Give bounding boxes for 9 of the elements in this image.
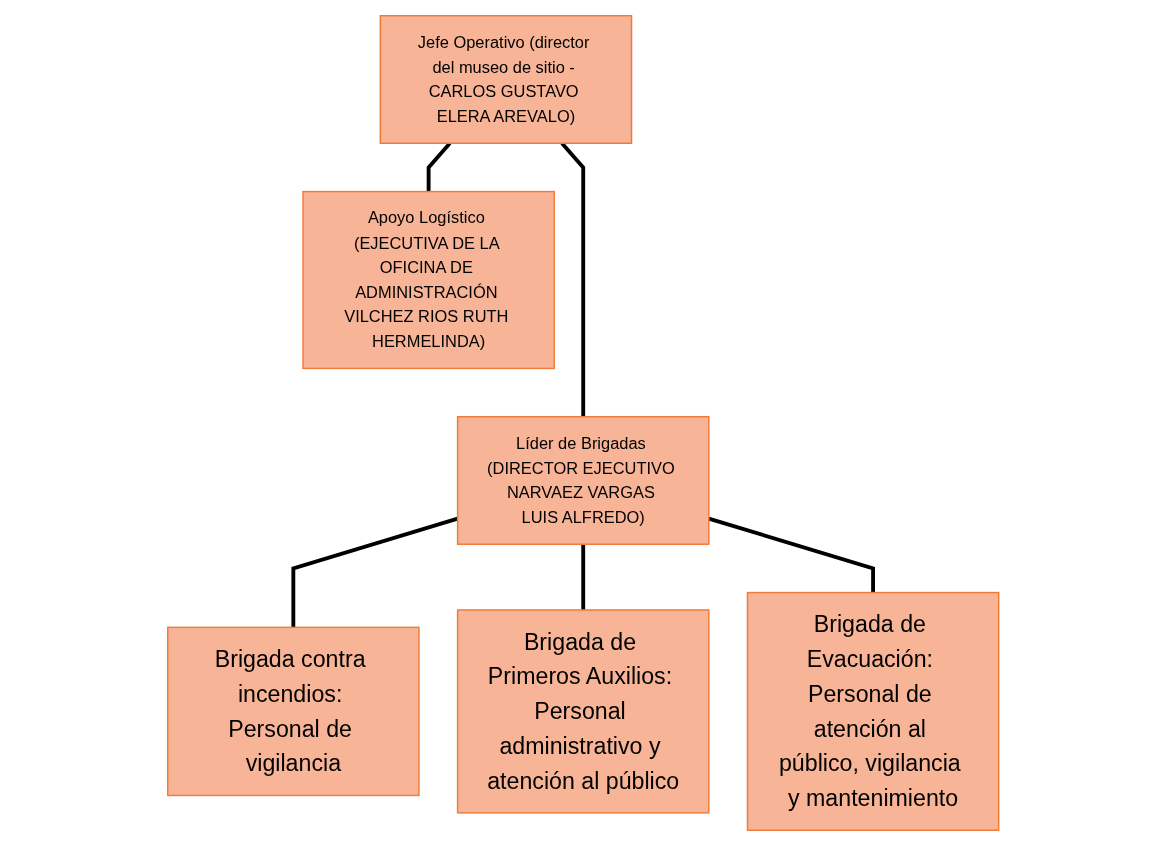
node-box: Jefe Operativo (director del museo de sitio - CARLOS GUSTAVO ELERA AREVALO) xyxy=(379,15,633,144)
node-box: Apoyo Logístico (EJECUTIVA DE LA OFICINA DE ADMINISTRACIÓN VILCHEZ RIOS RUTH HERMELINDA) xyxy=(302,190,556,370)
node-box: Líder de Brigadas (DIRECTOR EJECUTIVO NARVAEZ VARGAS LUIS ALFREDO) xyxy=(457,416,710,545)
connector xyxy=(560,142,586,417)
connector xyxy=(581,544,586,610)
node-box: Brigada de Primeros Auxilios: Personal administrativo y atención al público xyxy=(457,609,710,814)
node-box: Brigada contra incendios: Personal de vigilancia xyxy=(167,626,420,797)
connector xyxy=(426,142,452,192)
node-box: Brigada de Evacuación: Personal de atención al público, vigilancia y mantenimiento xyxy=(747,591,1000,831)
